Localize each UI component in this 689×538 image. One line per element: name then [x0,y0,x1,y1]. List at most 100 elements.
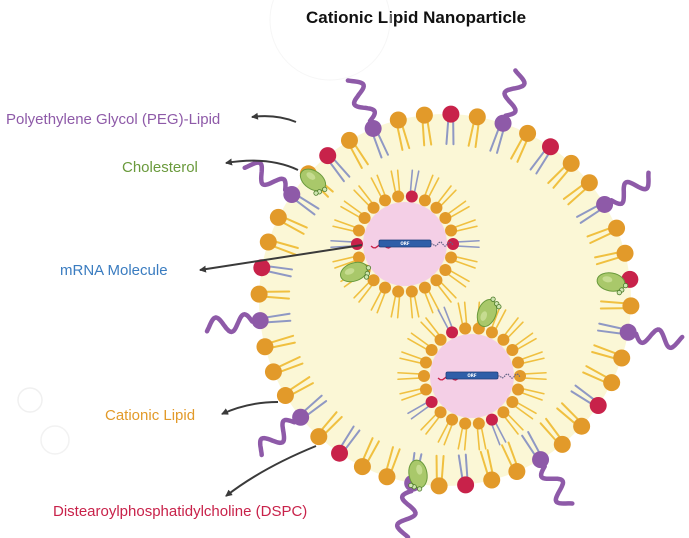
cholesterol-oh [365,265,372,271]
cationic-lipid-head [389,111,407,129]
micelle-lipid-head [352,251,365,264]
micelle-lipid-head [405,285,418,298]
callout-arrow [251,112,297,123]
micelle-lipid-head [446,413,459,426]
cationic-lipid-head [264,363,282,381]
cholesterol-molecule [339,261,372,283]
micelle-lipid-head [459,322,472,335]
cholesterol-molecule [476,296,502,328]
peg-chain [609,170,651,207]
cholesterol-highlight [344,268,355,275]
peg-chain [538,464,575,506]
micelle-lipid-head [434,333,447,346]
cationic-lipid-head [256,338,274,356]
cationic-lipid-head [608,219,626,237]
peg-lipid-head [619,323,637,341]
cholesterol-highlight [306,172,316,180]
cholesterol-highlight [416,464,423,475]
dspc-lipid-head [319,147,337,165]
label-cholesterol: Cholesterol [122,159,198,176]
micelle-lipid-head [439,212,452,225]
peg-lipid-head [283,186,301,204]
callout-arrow [225,445,317,497]
micelle-lipid-head [379,194,392,207]
cationic-lipid-head [553,435,571,453]
peg-chain [242,160,288,193]
cholesterol-oh [322,186,328,193]
cholesterol-highlight [602,276,613,283]
cholesterol-oh [490,296,496,302]
cationic-lipid-head [250,285,268,303]
cationic-lipid-head [310,428,328,446]
micelle-lipid-head [367,274,380,287]
micelle-lipid-head [405,190,418,203]
micelle-lipid-head [485,326,498,339]
cationic-lipid-head [340,131,358,149]
peg-chain [345,78,378,124]
micelle-lipid-head [418,281,431,294]
label-peg-lipid: Polyethylene Glycol (PEG)-Lipid [6,111,221,128]
micelle-lipid-head [497,406,510,419]
peg-lipid-head [494,114,512,132]
peg-lipid-head [251,312,269,330]
dspc-lipid-head [589,396,607,414]
micelle-lipid-head [425,344,438,357]
micelle-lipid-head [472,417,485,430]
peg-chain [257,417,297,458]
peg-lipid-head [364,119,382,137]
cationic-lipid-head [415,106,433,124]
micelle-lipid-head [430,201,443,214]
micelle-lipid-head [512,356,525,369]
callout-arrow [221,401,279,415]
micelle-lipid-head [446,326,459,339]
callout-arrow [225,158,299,171]
cationic-lipid-head [483,471,501,489]
mrna-orf-tag: ORF [467,373,476,378]
cationic-lipid-head [353,458,371,476]
micelle-lipid-head [430,274,443,287]
diagram-title: Cationic Lipid Nanoparticle [306,8,527,27]
micelle-lipid-head [418,194,431,207]
dspc-lipid-head [331,444,349,462]
cationic-lipid-head [580,174,598,192]
micelle-lipid-head [445,251,458,264]
cationic-lipid-head [613,349,631,367]
micelle-lipid-head [485,413,498,426]
cholesterol-oh [408,482,414,489]
micelle-lipid-head [358,212,371,225]
cationic-lipid-head [430,477,448,495]
cholesterol-oh [363,274,370,280]
dspc-lipid-head [541,138,559,156]
cationic-lipid-head [519,124,537,142]
micelle-lipid-head [392,285,405,298]
cationic-lipid-head [276,387,294,405]
dspc-lipid-head [457,476,475,494]
peg-lipid-head [292,408,310,426]
peg-chain [394,488,418,538]
cholesterol-oh [496,304,502,310]
peg-lipid-head [532,451,550,469]
cationic-lipid-head [468,108,486,126]
cholesterol-oh [622,282,629,289]
micelle-lipid-head [459,417,472,430]
micelle-lipid-head [418,370,430,382]
cholesterol-molecule [299,168,328,196]
peg-lipid-head [596,195,614,213]
micelle-lipid-head [439,263,452,276]
mrna-orf-tag: ORF [400,241,409,246]
cholesterol-molecule [596,272,629,296]
peg-chain [502,68,527,118]
label-dspc: Distearoylphosphatidylcholine (DSPC) [53,503,308,520]
cationic-lipid-head [508,463,526,481]
callout-arrow [199,244,363,273]
micelle-lipid-head [434,406,447,419]
cationic-lipid-head [378,468,396,486]
peg-chain [633,327,685,351]
cationic-lipid-head [616,244,634,262]
cationic-lipid-head [622,297,640,315]
cholesterol-oh [313,190,319,196]
micelle-lipid-head [392,190,405,203]
cholesterol-oh [417,486,423,492]
cholesterol-molecule [408,459,428,492]
